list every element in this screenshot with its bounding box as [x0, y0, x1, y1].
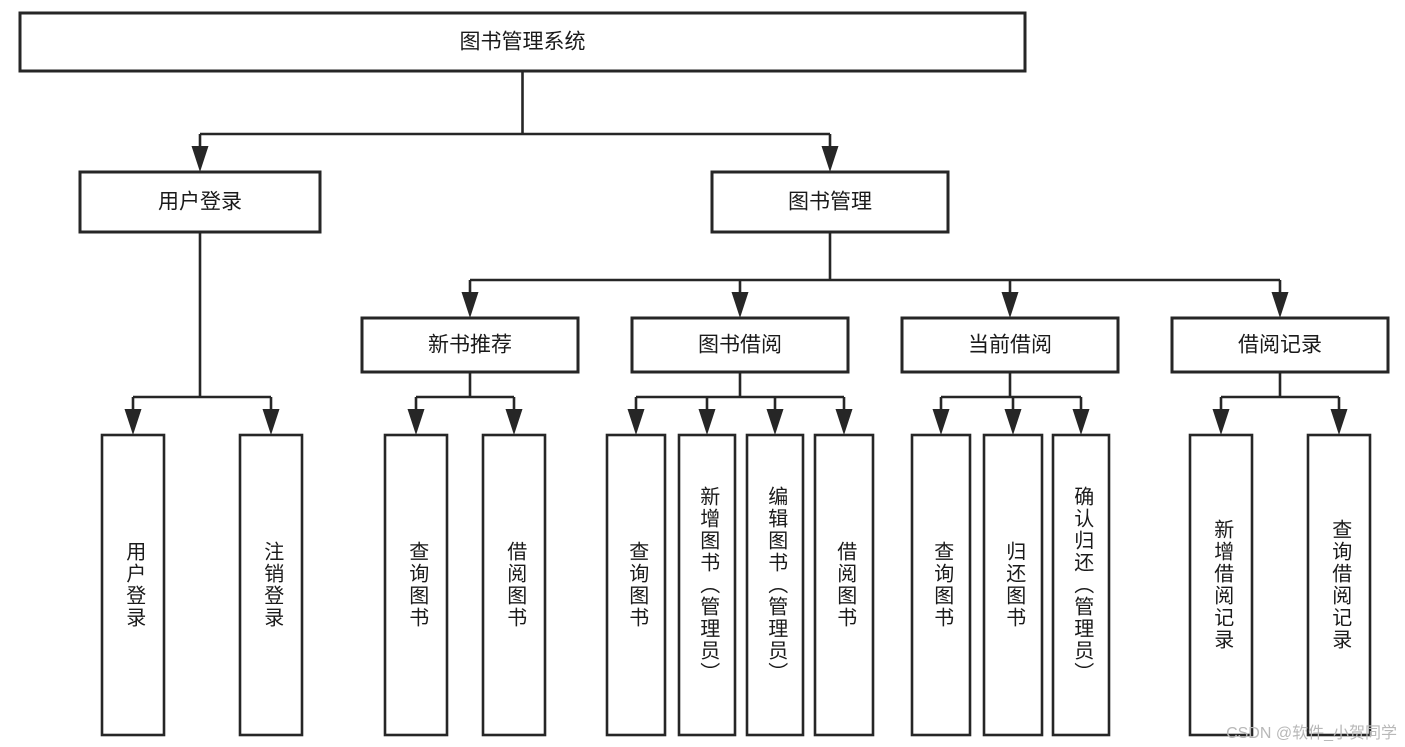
node-label: 注销登录: [261, 541, 284, 629]
node-box: [1306, 433, 1372, 737]
connector-group-book-manage: [461, 232, 1289, 318]
node-box: [910, 433, 972, 737]
node-leaf-current-confirm-return[interactable]: 确认归还（管理员）: [1051, 433, 1111, 737]
node-label: 确认归还（管理员）: [1071, 486, 1094, 684]
node-label: 借阅图书: [834, 541, 857, 629]
node-box: [677, 433, 737, 737]
connector-layer: [124, 71, 1348, 435]
node-borrow-record[interactable]: 借阅记录: [1170, 316, 1390, 374]
node-box: [360, 316, 580, 374]
node-label: 图书借阅: [698, 334, 782, 357]
node-label: 新增借阅记录: [1211, 519, 1234, 651]
node-leaf-current-return-book[interactable]: 归还图书: [982, 433, 1044, 737]
node-box: [481, 433, 547, 737]
node-label: 用户登录: [123, 541, 146, 629]
node-label: 新增图书（管理员）: [697, 486, 720, 684]
node-new-book-recommend[interactable]: 新书推荐: [360, 316, 580, 374]
node-user-login[interactable]: 用户登录: [78, 170, 322, 234]
node-box: [630, 316, 850, 374]
node-box: [1170, 316, 1390, 374]
node-box: [900, 316, 1120, 374]
connector-group-current-borrow: [932, 372, 1090, 435]
node-box: [78, 170, 322, 234]
node-leaf-current-query-book[interactable]: 查询图书: [910, 433, 972, 737]
connector-group-borrow-record: [1212, 372, 1348, 435]
node-label: 用户登录: [158, 191, 242, 214]
connector-group-user-login: [124, 232, 280, 435]
node-box: [982, 433, 1044, 737]
node-leaf-borrow-edit-book[interactable]: 编辑图书（管理员）: [745, 433, 805, 737]
node-label: 新书推荐: [428, 334, 512, 357]
node-box: [1188, 433, 1254, 737]
node-label: 图书管理系统: [460, 31, 586, 54]
node-label: 查询图书: [931, 541, 954, 629]
node-leaf-borrow-query-book[interactable]: 查询图书: [605, 433, 667, 737]
node-label: 图书管理: [788, 191, 872, 214]
node-leaf-borrow-add-book[interactable]: 新增图书（管理员）: [677, 433, 737, 737]
node-leaf-logout[interactable]: 注销登录: [238, 433, 304, 737]
node-label: 借阅记录: [1238, 334, 1322, 357]
node-box: [813, 433, 875, 737]
node-box: [100, 433, 166, 737]
node-box: [745, 433, 805, 737]
node-label: 查询图书: [406, 541, 429, 629]
node-leaf-record-add[interactable]: 新增借阅记录: [1188, 433, 1254, 737]
node-label: 借阅图书: [504, 541, 527, 629]
connector-group-book-borrow: [627, 372, 853, 435]
node-leaf-recommend-query-book[interactable]: 查询图书: [383, 433, 449, 737]
node-current-borrow[interactable]: 当前借阅: [900, 316, 1120, 374]
node-box: [383, 433, 449, 737]
node-label: 归还图书: [1003, 541, 1026, 629]
node-box: [710, 170, 950, 234]
node-label: 当前借阅: [968, 334, 1052, 357]
node-leaf-recommend-borrow-book[interactable]: 借阅图书: [481, 433, 547, 737]
node-label: 编辑图书（管理员）: [765, 486, 788, 684]
node-layer: 图书管理系统用户登录图书管理新书推荐图书借阅当前借阅借阅记录用户登录注销登录查询…: [18, 11, 1390, 737]
node-box: [605, 433, 667, 737]
node-box: [18, 11, 1027, 73]
node-leaf-borrow-borrow-book[interactable]: 借阅图书: [813, 433, 875, 737]
node-root[interactable]: 图书管理系统: [18, 11, 1027, 73]
node-book-borrow[interactable]: 图书借阅: [630, 316, 850, 374]
node-label: 查询图书: [626, 541, 649, 629]
connector-group-new-book-recommend: [407, 372, 523, 435]
node-leaf-user-login[interactable]: 用户登录: [100, 433, 166, 737]
node-book-manage[interactable]: 图书管理: [710, 170, 950, 234]
node-box: [238, 433, 304, 737]
node-label: 查询借阅记录: [1329, 519, 1352, 651]
connector-group-root: [191, 71, 839, 172]
node-leaf-record-query[interactable]: 查询借阅记录: [1306, 433, 1372, 737]
node-box: [1051, 433, 1111, 737]
